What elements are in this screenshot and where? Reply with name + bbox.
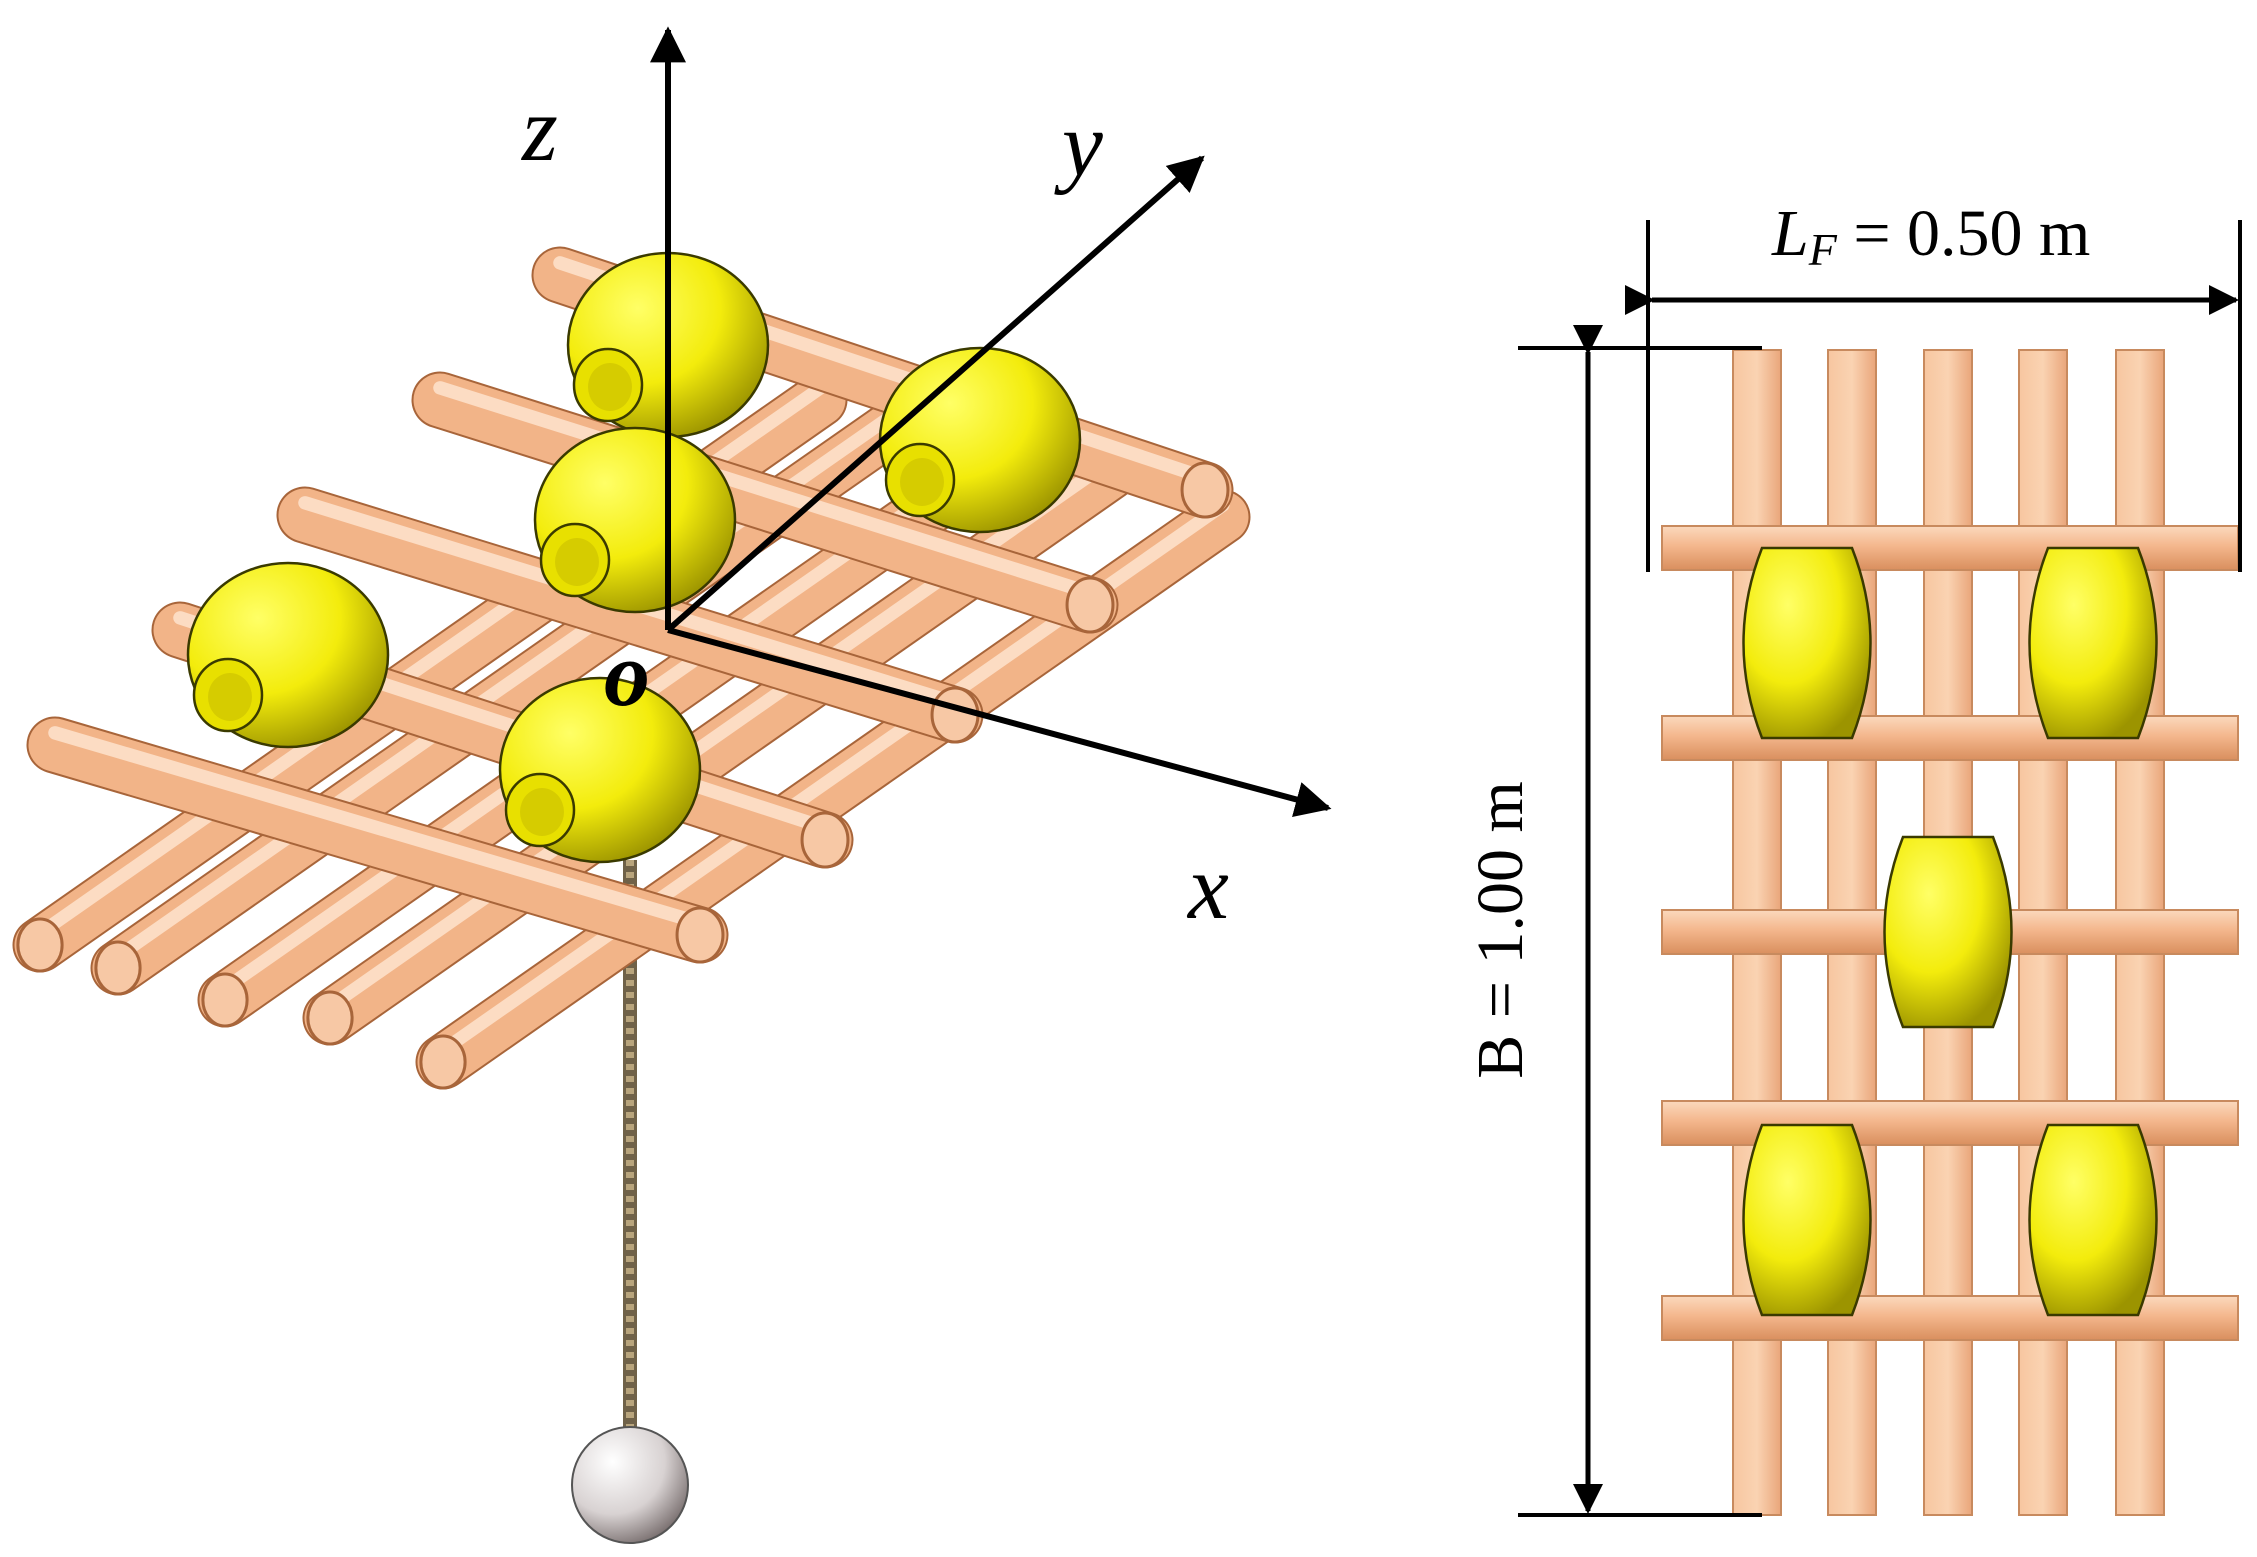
plan-horizontal-rod-2 [1661,715,2239,761]
plan-float-5-body [2028,1123,2158,1317]
lower-rod-4-end-cap [306,990,354,1046]
plan-float-4 [1742,1123,1872,1317]
z-axis-label: z [520,78,558,180]
plan-float-3-body [1883,835,2013,1029]
sinker-ball [571,1426,689,1544]
width-subscript: F [1808,224,1838,275]
coordinate-axes [650,26,1332,817]
width-dimension-label: LF = 0.50 m [1771,197,2090,275]
upper-rod-5 [26,716,729,964]
upper-rod-2 [411,371,1119,634]
perspective-view: z y x o [12,26,1332,1544]
length-dimension [1518,325,1762,1517]
perspective-float-2-end-inner [900,458,944,506]
plan-horizontal-rod-4 [1661,1100,2239,1146]
width-symbol: L [1771,197,1809,270]
perspective-float-1-end-inner [588,363,632,411]
perspective-float-4 [186,561,390,749]
upper-rod-5-highlight [48,726,707,930]
plan-horizontal-rod-5 [1661,1295,2239,1341]
plan-float-2 [2028,546,2158,740]
perspective-float-3 [533,426,737,614]
upper-rod-3-body [278,488,982,742]
upper-rod-5-end-cap [675,906,725,964]
plan-float-3 [1883,835,2013,1029]
width-value: = 0.50 m [1837,197,2091,270]
y-axis [666,155,1205,633]
y-axis-label: y [1054,93,1103,195]
width-dimension [1625,220,2242,572]
perspective-float-2 [878,346,1082,534]
plan-float-4-body [1742,1123,1872,1317]
origin-label: o [604,623,650,725]
plan-float-2-body [2028,546,2158,740]
perspective-floats [186,251,1082,864]
plan-float-1-body [1742,546,1872,740]
length-dimension-label: B = 1.00 m [1464,781,1537,1079]
lower-rod-2-end-cap [94,940,142,996]
upper-rod-4-end-cap [800,811,850,869]
plan-view: LF = 0.50 m B = 1.00 m [1464,197,2242,1517]
perspective-float-3-end-inner [555,538,599,586]
upper-rod-2-end-cap [1065,576,1115,634]
perspective-float-5 [498,676,702,864]
upper-rod-2-body [413,373,1117,632]
plan-float-1 [1742,546,1872,740]
upper-rod-5-body [28,718,727,962]
upper-rod-layer [26,246,1234,964]
upper-rod-3-end-cap [930,686,980,744]
upper-rod-2-highlight [433,381,1097,600]
x-axis [667,627,1332,817]
upper-rod-1-end-cap [1180,461,1230,519]
x-axis-label: x [1186,836,1229,938]
lower-rod-3-end-cap [201,972,249,1028]
plan-horizontal-rod-1 [1661,525,2239,571]
perspective-float-4-end-inner [208,673,252,721]
lower-rod-1-end-cap [16,917,64,973]
plan-floats [1742,546,2158,1317]
perspective-float-5-end-inner [520,788,564,836]
plan-float-5 [2028,1123,2158,1317]
lower-rod-5-end-cap [419,1034,467,1090]
